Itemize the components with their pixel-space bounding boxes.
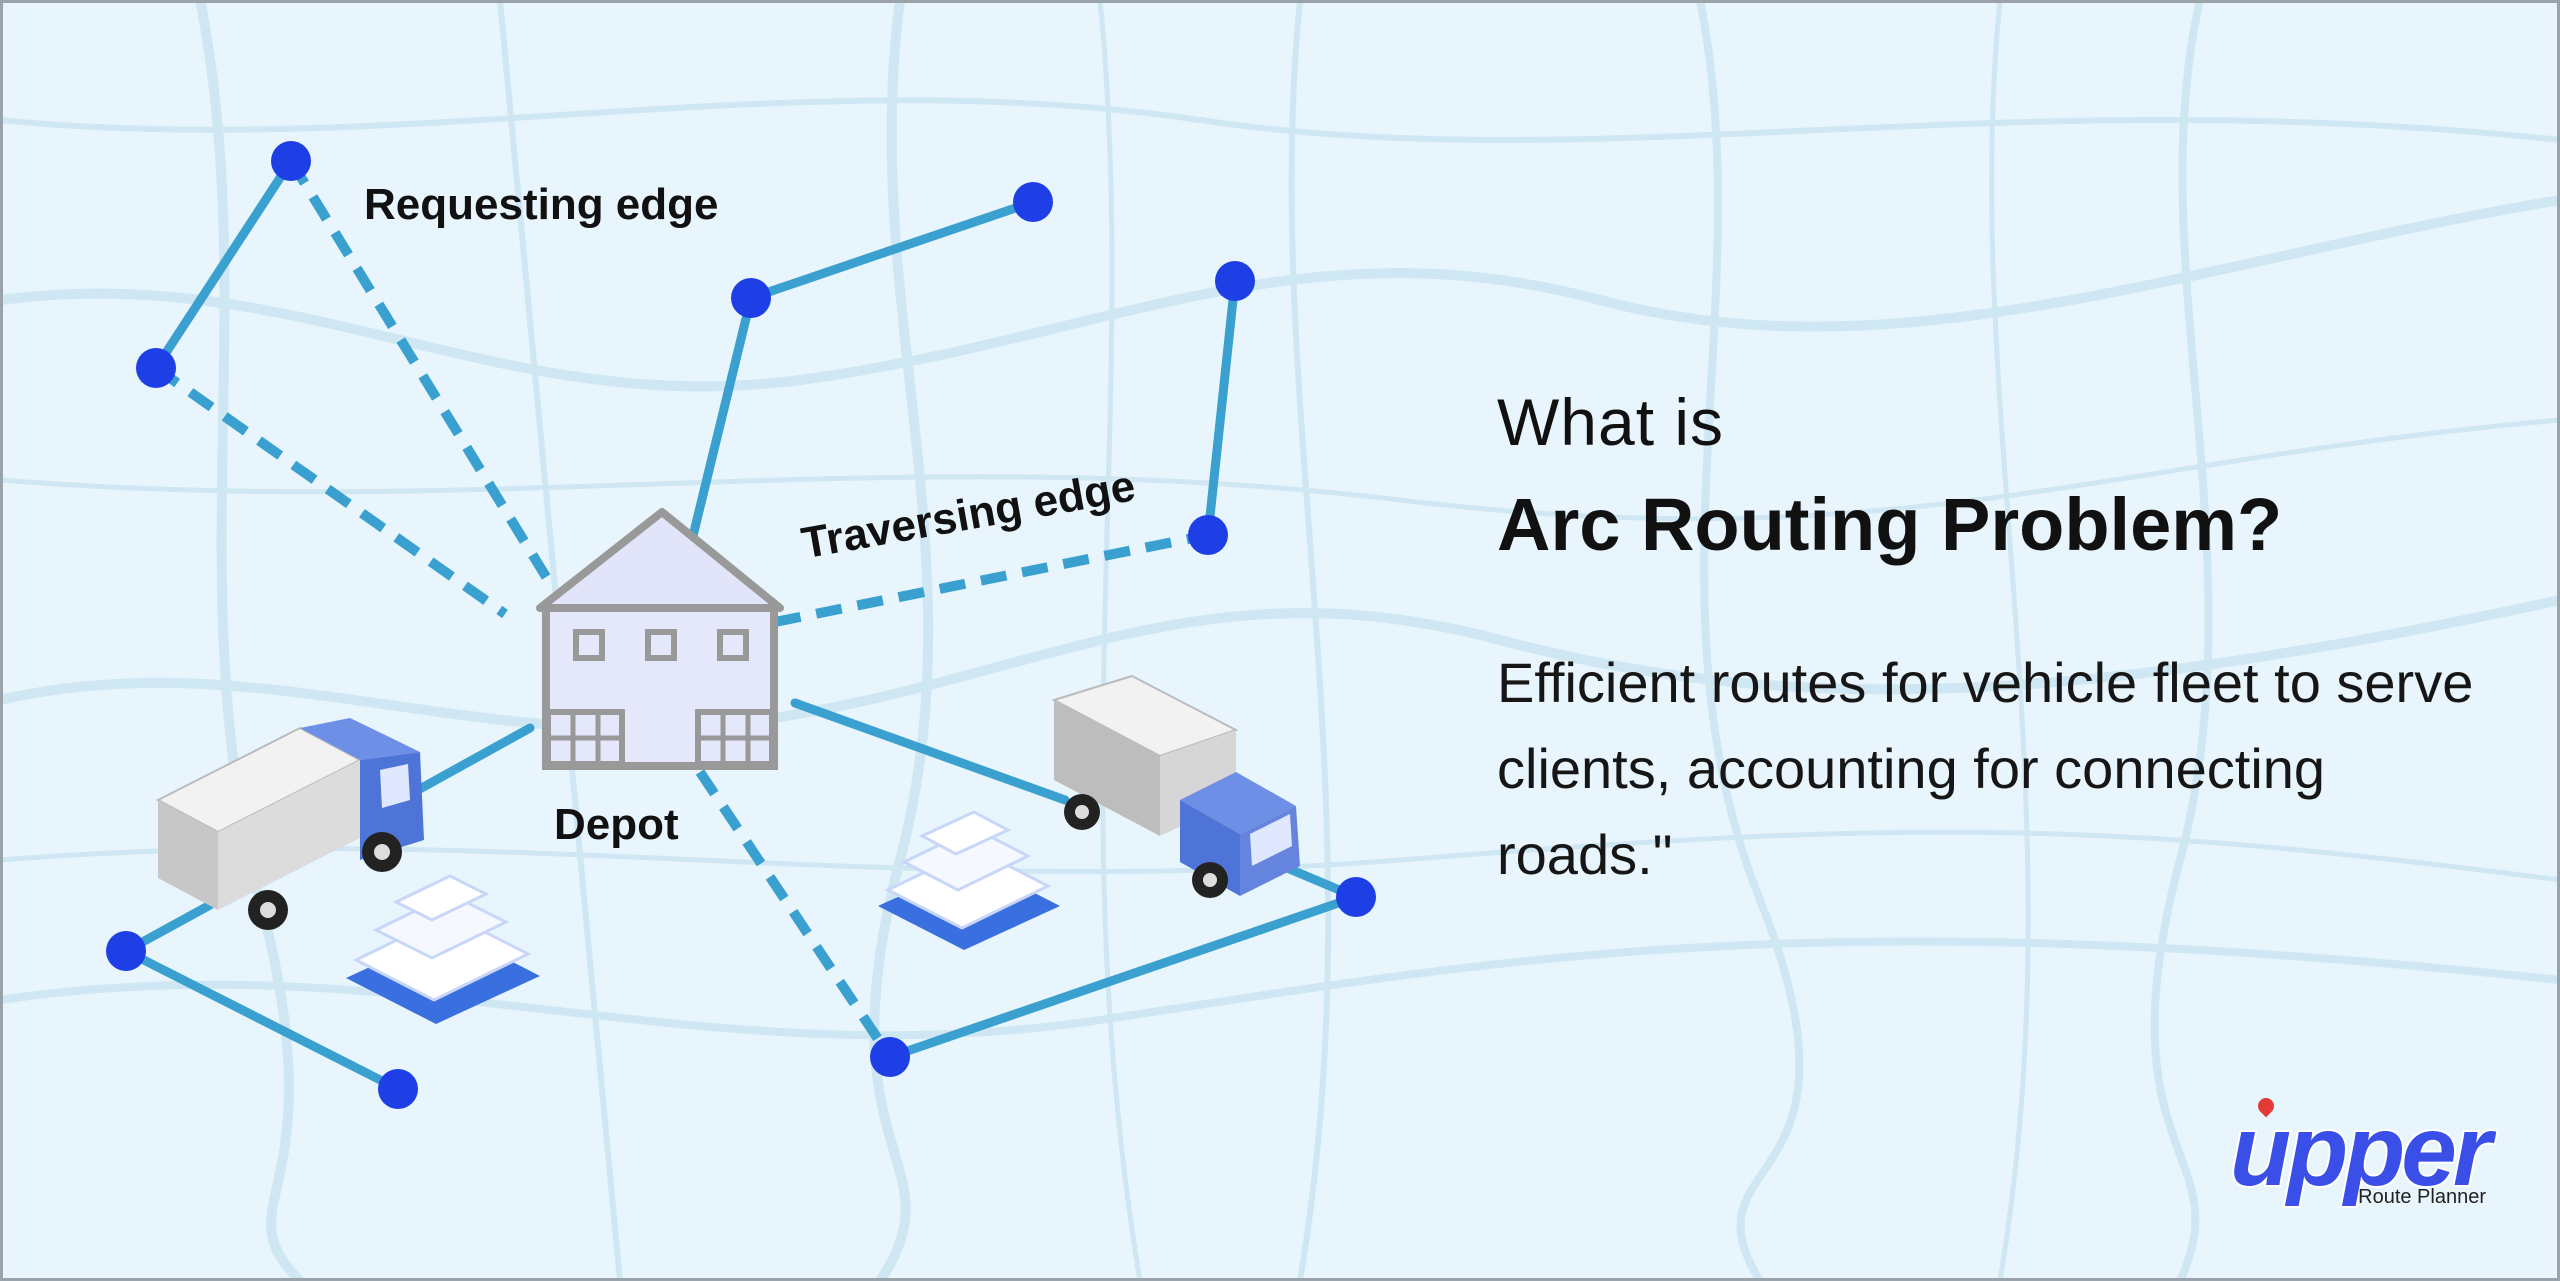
edge-solid [413,723,535,795]
node [106,931,146,971]
node [870,1037,910,1077]
edge-solid [687,293,756,545]
edge-dashed [695,769,895,1060]
page-title: Arc Routing Problem? [1497,483,2283,566]
pallet-left [346,874,540,1024]
node [1188,515,1228,555]
edge-dashed [774,530,1209,627]
node [378,1069,418,1109]
node [1215,261,1255,301]
upper-logo: upper Route Planner [2222,1093,2494,1214]
pallet-right [878,810,1060,950]
solid-edges [121,156,1361,1094]
node [136,348,176,388]
edge-solid [790,698,1070,805]
edge-dashed [153,363,508,619]
logo-subtitle: Route Planner [2358,1186,2486,1208]
edge-solid [151,156,296,373]
edge-solid [1203,276,1240,540]
depot-house [536,508,784,770]
depot-label: Depot [554,800,679,849]
node [271,141,311,181]
description-text: Efficient routes for vehicle fleet to se… [1497,651,2474,886]
truck-right [1051,674,1300,898]
requesting-edge-label: Requesting edge [364,180,719,229]
truck-left [155,718,424,930]
logo-wordmark: upper [2228,1093,2494,1209]
node [1013,182,1053,222]
heading-prefix: What is [1497,385,1725,459]
node [731,278,771,318]
node [1336,877,1376,917]
edge-solid [885,892,1361,1062]
edge-solid [121,946,403,1094]
dashed-edges [153,158,1209,1060]
edge-solid [746,197,1038,303]
nodes [106,141,1376,1109]
